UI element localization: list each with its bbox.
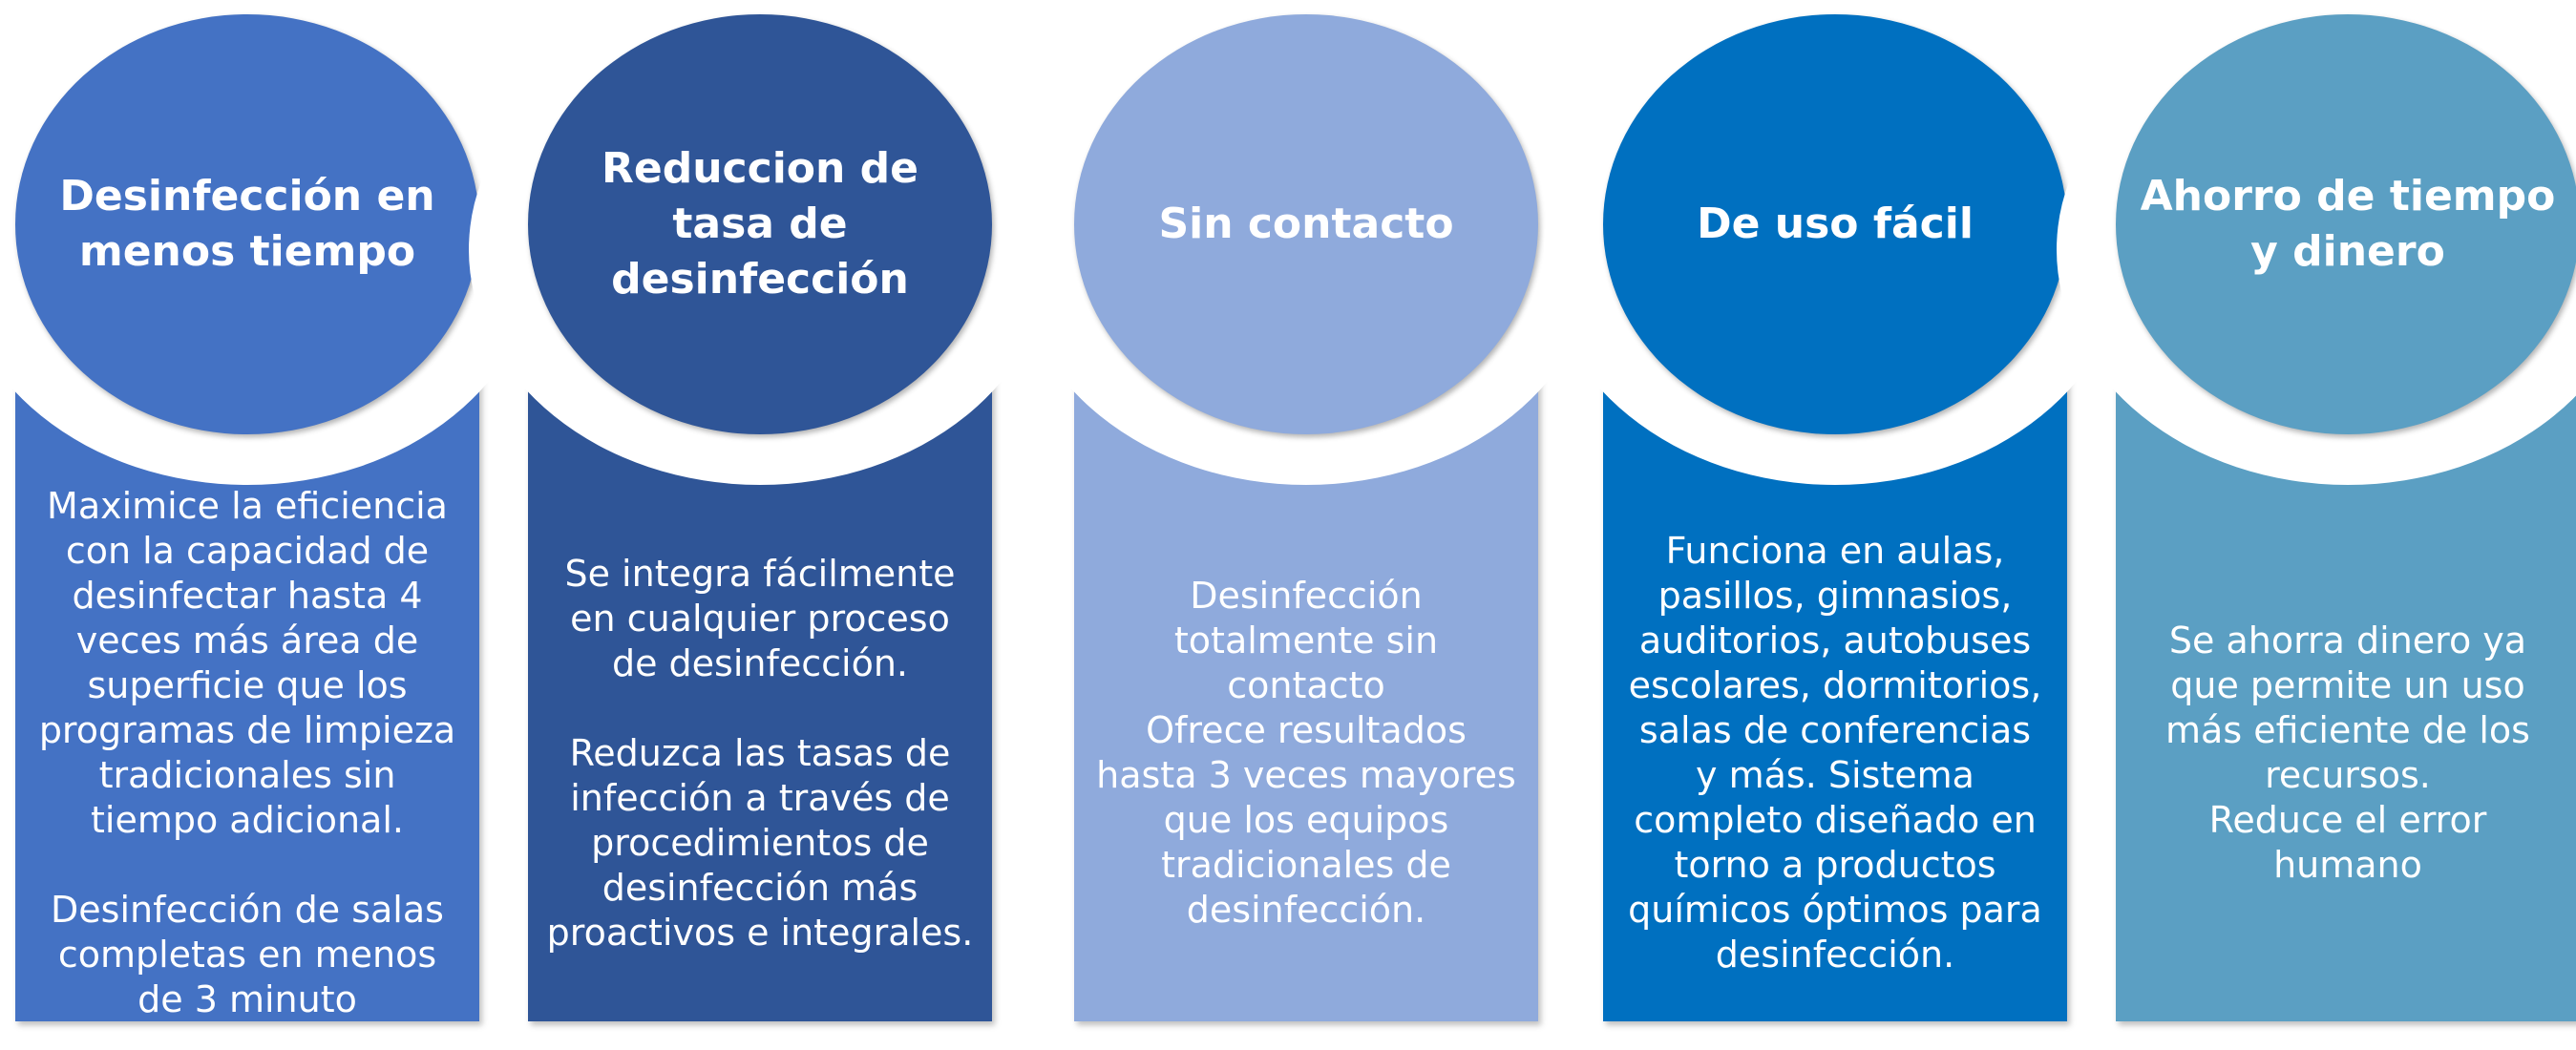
card-title: Ahorro de tiempo y dinero <box>2140 172 2556 276</box>
card-title-circle <box>2116 14 2576 434</box>
card-title-circle <box>1074 14 1538 434</box>
card-description: Desinfección totalmente sin contacto Ofr… <box>1096 575 1516 931</box>
card-title: Sin contacto <box>1158 200 1454 248</box>
card-title-circle <box>528 14 992 434</box>
card-description: Se ahorra dinero ya que permite un uso m… <box>2165 620 2530 886</box>
card-title: Desinfección en menos tiempo <box>59 172 435 276</box>
card-description: Funciona en aulas, pasillos, gimnasios, … <box>1628 530 2042 976</box>
card-description: Se integra fácilmente en cualquier proce… <box>546 552 974 954</box>
card-reduccion-tasa: Reduccion de tasa de desinfección Se int… <box>469 0 1051 1031</box>
card-uso-facil: De uso fácil Funciona en aulas, pasillos… <box>1544 0 2126 1031</box>
card-description: Maximice la eficiencia con la capacidad … <box>38 485 456 1020</box>
card-ahorro-tiempo-dinero: Ahorro de tiempo y dinero Se ahorra dine… <box>2057 0 2576 1031</box>
card-title-circle <box>15 14 479 434</box>
card-title: De uso fácil <box>1697 200 1974 248</box>
card-sin-contacto: Sin contacto Desinfección totalmente sin… <box>1015 0 1597 1031</box>
card-title: Reduccion de tasa de desinfección <box>602 144 918 304</box>
card-desinfeccion-menos-tiempo: Desinfección en menos tiempo Maximice la… <box>0 0 538 1031</box>
card-title-circle <box>1603 14 2067 434</box>
